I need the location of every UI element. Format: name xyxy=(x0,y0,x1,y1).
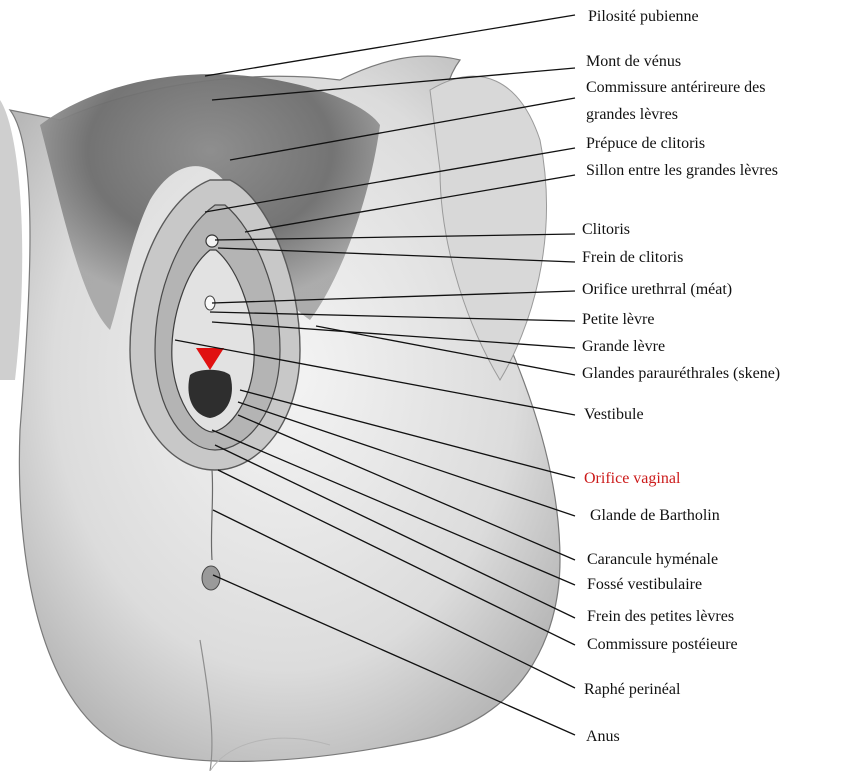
label-commissure-anterieure-line2: grandes lèvres xyxy=(586,105,678,125)
label-orifice-urethral: Orifice urethrral (méat) xyxy=(582,280,732,300)
label-raphe-perineal: Raphé perinéal xyxy=(584,680,680,700)
label-prepuce-de-clitoris: Prépuce de clitoris xyxy=(586,134,705,154)
label-commissure-anterieure: Commissure antérireure des xyxy=(586,78,766,98)
label-orifice-vaginal: Orifice vaginal xyxy=(584,469,680,489)
label-petite-levre: Petite lèvre xyxy=(582,310,654,330)
label-mont-de-venus: Mont de vénus xyxy=(586,52,681,72)
label-frein-de-clitoris: Frein de clitoris xyxy=(582,248,683,268)
clitoris-shape xyxy=(206,235,218,247)
label-fosse-vestibulaire: Fossé vestibulaire xyxy=(587,575,702,595)
label-glandes-paraurethrales: Glandes parauréthrales (skene) xyxy=(582,364,780,384)
label-commissure-posterieure: Commissure postéieure xyxy=(587,635,738,655)
anus-shape xyxy=(202,566,220,590)
label-anus: Anus xyxy=(586,727,620,747)
label-frein-des-petites-levres: Frein des petites lèvres xyxy=(587,607,734,627)
label-glande-de-bartholin: Glande de Bartholin xyxy=(590,506,720,526)
label-carancule-hymenale: Carancule hyménale xyxy=(587,550,718,570)
label-pilosite-pubienne: Pilosité pubienne xyxy=(588,7,699,27)
label-sillon-grandes-levres: Sillon entre les grandes lèvres xyxy=(586,161,778,181)
label-vestibule: Vestibule xyxy=(584,405,644,425)
label-grande-levre: Grande lèvre xyxy=(582,337,665,357)
label-clitoris: Clitoris xyxy=(582,220,630,240)
